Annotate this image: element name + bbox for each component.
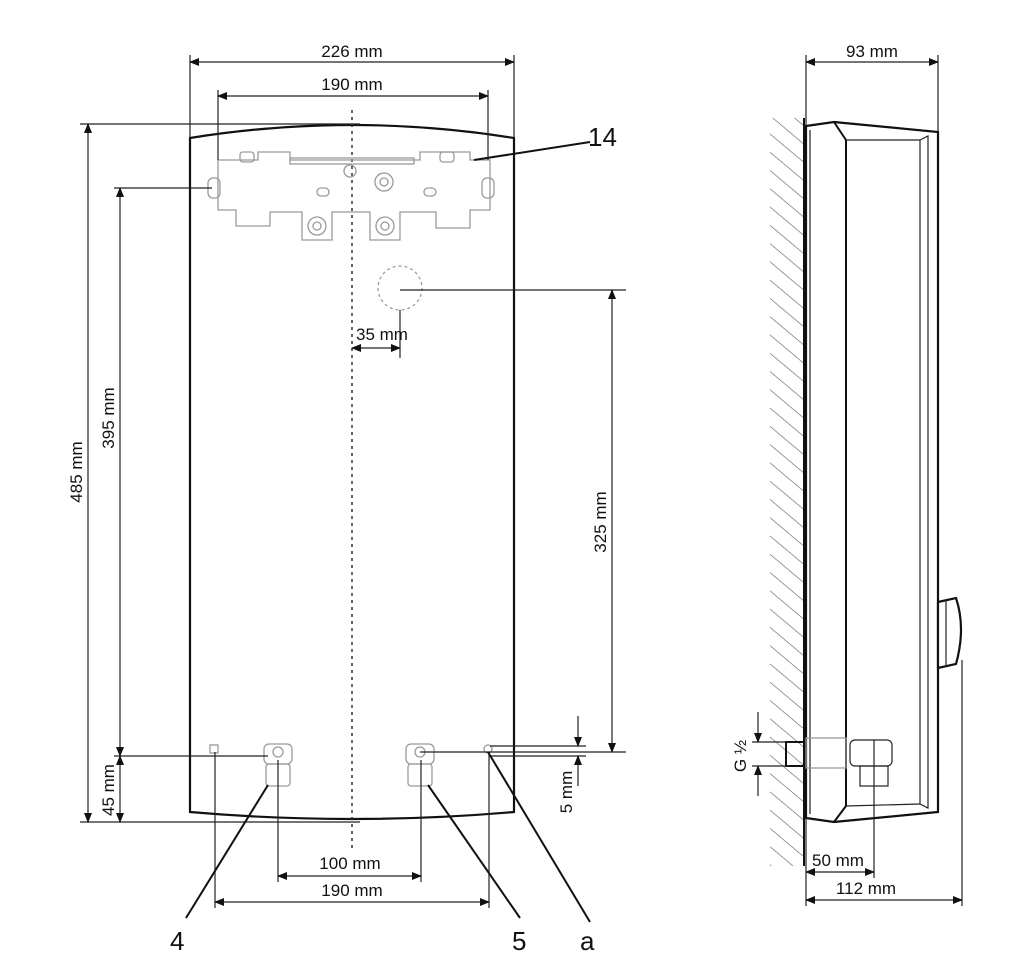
callout-4: 4 — [170, 926, 184, 956]
dim-connection-offset: 5 mm — [557, 771, 576, 814]
dim-offset-center: 35 mm — [356, 325, 408, 344]
appliance-body-outline — [188, 123, 516, 821]
dim-depth: 93 mm — [846, 42, 898, 61]
dim-height-connection: 325 mm — [591, 491, 610, 552]
dim-depth-total: 112 mm — [836, 879, 896, 898]
control-knob — [936, 596, 963, 670]
dim-bottom-connection: 45 mm — [99, 764, 118, 816]
appliance-side-profile — [804, 120, 940, 824]
pipe-connection — [785, 737, 893, 787]
callout-a: a — [580, 926, 595, 956]
dim-spacing-inner: 100 mm — [319, 854, 380, 873]
dim-height-total: 485 mm — [67, 441, 86, 502]
dim-width-outer: 226 mm — [321, 42, 382, 61]
callout-14: 14 — [588, 122, 617, 152]
dim-depth-connection: 50 mm — [812, 851, 864, 870]
dim-width-bracket: 190 mm — [321, 75, 382, 94]
mounting-bracket — [207, 151, 495, 241]
callout-5: 5 — [512, 926, 526, 956]
cable-entry — [377, 265, 423, 311]
front-view: 226 mm 190 mm 485 mm 395 mm 45 mm 325 mm… — [67, 42, 626, 956]
dim-height-bracket: 395 mm — [99, 387, 118, 448]
dim-spacing-outer: 190 mm — [321, 881, 382, 900]
aux-port-left — [209, 744, 219, 754]
side-view: 93 mm G ½ 50 mm 112 mm — [731, 42, 963, 906]
dim-thread: G ½ — [731, 740, 750, 772]
